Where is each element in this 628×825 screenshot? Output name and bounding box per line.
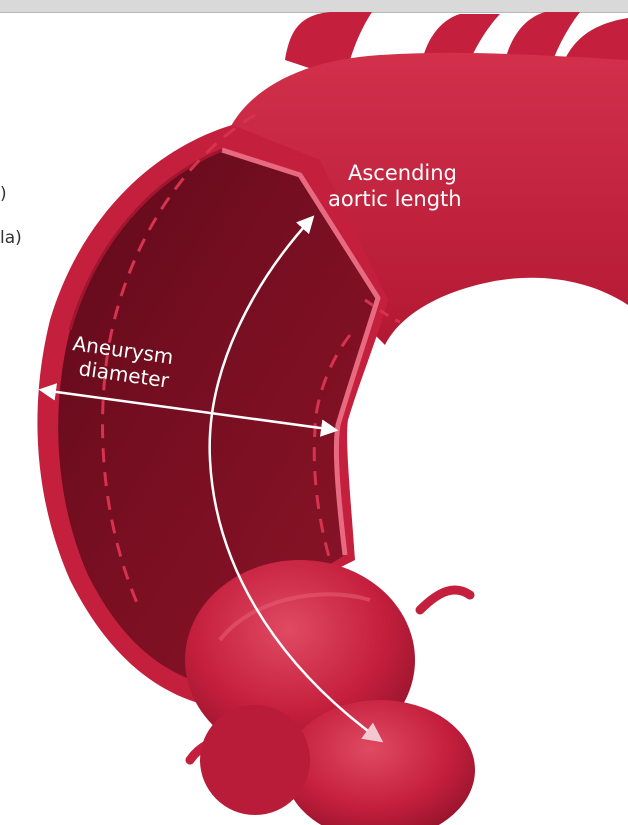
- ascending-length-label-line2: aortic length: [328, 187, 462, 211]
- coronary-vessel-right: [420, 590, 470, 610]
- ascending-length-label-line1: Ascending: [348, 161, 457, 185]
